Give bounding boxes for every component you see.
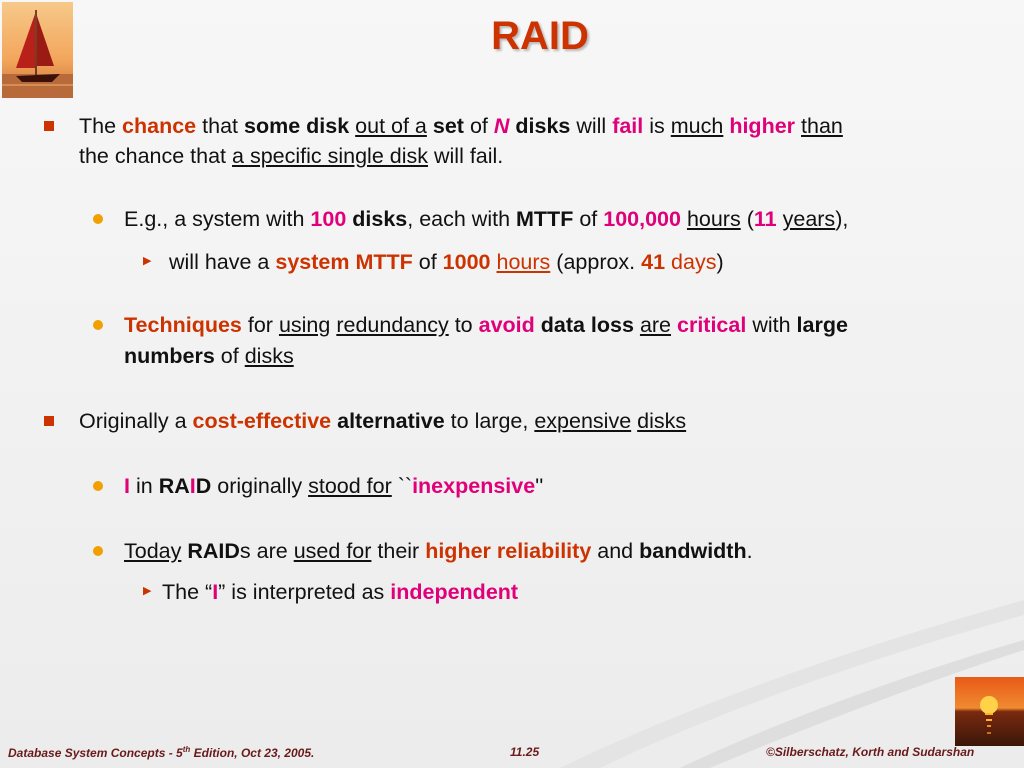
bullet-1b-line-2: numbers of disks: [124, 344, 294, 368]
sunset-image: [955, 677, 1024, 746]
footer-left: Database System Concepts - 5th Edition, …: [8, 745, 315, 760]
bullet-arrow-icon: ▶: [143, 255, 152, 267]
bullet-dot: [93, 214, 103, 224]
slide-title: RAID: [491, 14, 589, 58]
bullet-1a1: will have a system MTTF of 1000 hours (a…: [169, 250, 724, 274]
bullet-dot: [93, 481, 103, 491]
bullet-dot: [93, 320, 103, 330]
bullet-arrow-icon: ▶: [143, 585, 152, 597]
bullet-1a: E.g., a system with 100 disks, each with…: [124, 207, 849, 231]
bullet-square: [44, 416, 54, 426]
bullet-1-line-2: the chance that a specific single disk w…: [79, 144, 504, 168]
bullet-1-line-1: The chance that some disk out of a set o…: [79, 114, 843, 138]
bullet-2b: Today RAIDs are used for their higher re…: [124, 539, 753, 563]
bullet-2a: I in RAID originally stood for ``inexpen…: [124, 474, 544, 498]
footer-page-number: 11.25: [510, 745, 540, 759]
sailboat-image: [2, 2, 73, 98]
bullet-2: Originally a cost-effective alternative …: [79, 409, 687, 433]
bullet-2b1: The “I” is interpreted as independent: [162, 580, 519, 604]
bullet-square: [44, 121, 54, 131]
bullet-dot: [93, 546, 103, 556]
footer-right: ©Silberschatz, Korth and Sudarshan: [766, 745, 975, 759]
bullet-1b-line-1: Techniques for using redundancy to avoid…: [124, 313, 848, 337]
